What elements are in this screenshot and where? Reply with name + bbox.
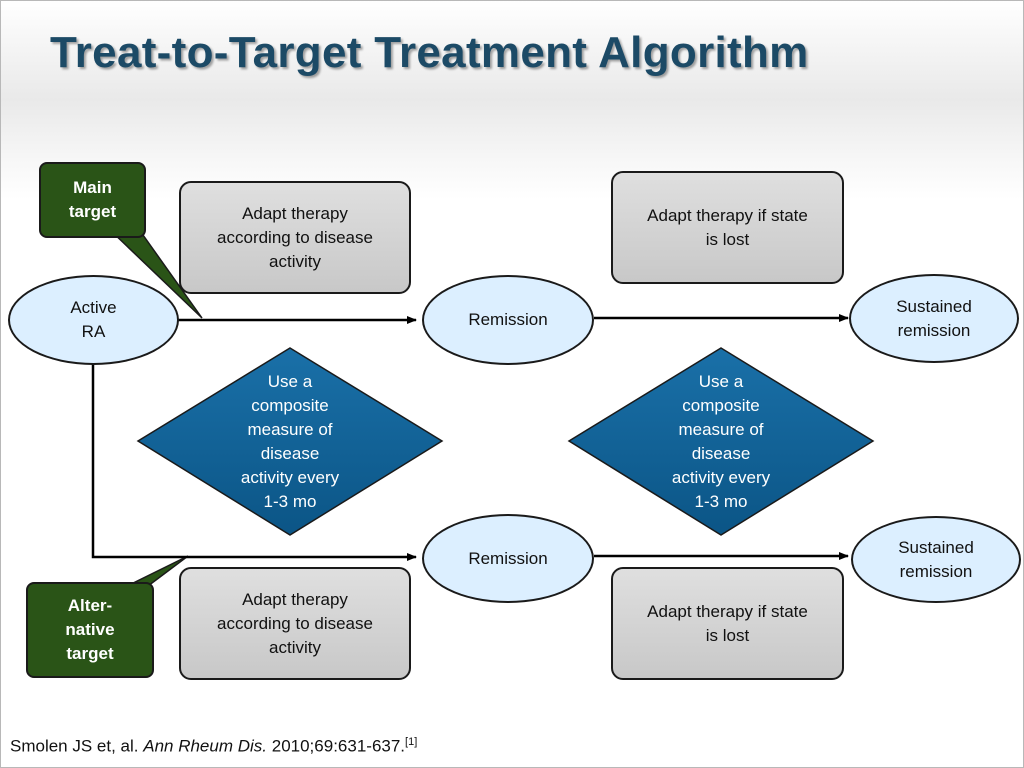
- adapt-therapy-bottom-right: Adapt therapy if state is lost: [611, 567, 844, 680]
- adapt-therapy-bottom-left: Adapt therapy according to disease activ…: [179, 567, 411, 680]
- diamond-right: [567, 347, 875, 536]
- adapt-therapy-top-left: Adapt therapy according to disease activ…: [179, 181, 411, 294]
- citation-journal: Ann Rheum Dis.: [143, 736, 268, 756]
- sustained-remission-bottom-node: Sustained remission: [851, 516, 1021, 603]
- diamond-left-text: Use a composite measure of disease activ…: [240, 372, 340, 511]
- citation-ref: [1]: [405, 736, 418, 748]
- main-target-callout: Main target: [39, 162, 146, 238]
- slide-title: Treat-to-Target Treatment Algorithm: [50, 28, 809, 77]
- citation-details: 2010;69:631-637.: [267, 736, 406, 756]
- citation-authors: Smolen JS et, al.: [10, 736, 144, 756]
- sustained-remission-top-node: Sustained remission: [849, 274, 1019, 363]
- active-ra-node: Active RA: [8, 275, 179, 365]
- diamond-right-text: Use a composite measure of disease activ…: [671, 372, 771, 511]
- alternative-target-callout: Alter- native target: [26, 582, 154, 678]
- connector-active-down: [91, 364, 417, 561]
- diamond-left: [136, 347, 444, 536]
- remission-top-node: Remission: [422, 275, 594, 365]
- adapt-therapy-top-right: Adapt therapy if state is lost: [611, 171, 844, 284]
- citation: Smolen JS et, al. Ann Rheum Dis. 2010;69…: [10, 736, 417, 757]
- remission-bottom-node: Remission: [422, 514, 594, 603]
